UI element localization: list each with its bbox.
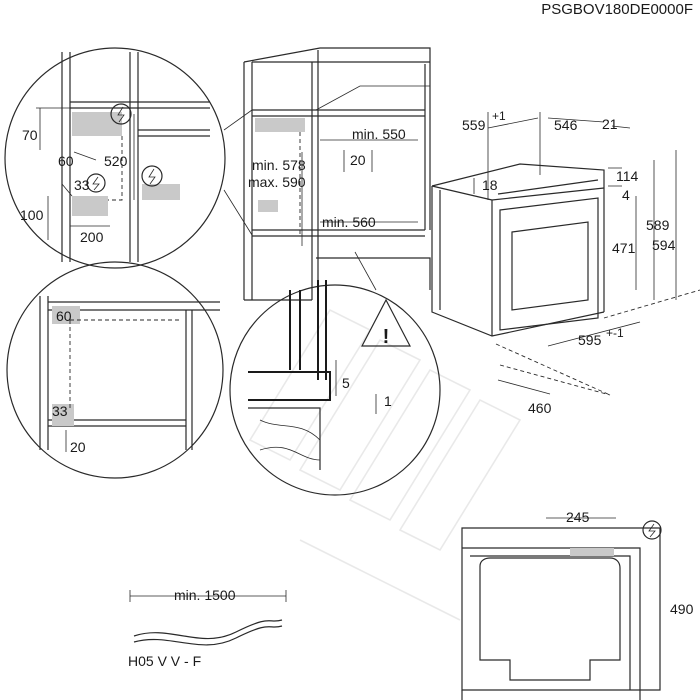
cabinet-dimensions: min. 550 20 min. 578 max. 590 min. 560 (248, 126, 418, 246)
warning-triangle-icon: ! (361, 298, 411, 348)
dim-20-cabinet: 20 (350, 152, 366, 168)
cabinet-front-view: 245 490 (461, 509, 694, 700)
dim-471: 471 (612, 240, 636, 256)
cable-type-label: H05 V V - F (128, 653, 201, 669)
dim-33-lower: 33 (52, 403, 68, 419)
dim-559: 559 (462, 117, 486, 133)
power-hazard-icon (86, 103, 163, 193)
dim-min-578: min. 578 (252, 157, 306, 173)
dim-595-tolerance: +-1 (606, 326, 624, 340)
detail-circle-warning: 5 1 (229, 251, 441, 496)
dim-594: 594 (652, 237, 676, 253)
dim-18: 18 (482, 177, 498, 193)
watermark-logo (248, 308, 522, 621)
dim-60-lower: 60 (56, 308, 72, 324)
detail-circle-top (4, 47, 253, 269)
dim-5: 5 (342, 375, 350, 391)
dim-20-lower: 20 (70, 439, 86, 455)
dim-520: 520 (104, 153, 128, 169)
dim-200: 200 (80, 229, 104, 245)
dim-4: 4 (622, 187, 630, 203)
oven-illustration (431, 163, 700, 396)
dim-490: 490 (670, 601, 694, 617)
dim-min-550: min. 550 (352, 126, 406, 142)
model-code: PSGBOV180DE0000F (541, 1, 693, 18)
cabinet-illustration (243, 47, 431, 301)
dim-60: 60 (58, 153, 74, 169)
detail-top-dimensions: 70 60 520 33 100 200 (20, 107, 135, 245)
dim-245: 245 (566, 509, 590, 525)
dim-33: 33 (74, 177, 90, 193)
dim-70: 70 (22, 127, 38, 143)
dim-546: 546 (554, 117, 578, 133)
dim-595: 595 (578, 332, 602, 348)
oven-dimensions: 559 +1 546 21 18 114 4 471 589 594 595 +… (462, 109, 677, 416)
dim-21: 21 (602, 116, 618, 132)
dim-max-590: max. 590 (248, 174, 306, 190)
dim-114: 114 (616, 168, 639, 184)
dim-1: 1 (384, 393, 392, 409)
dim-589: 589 (646, 217, 670, 233)
dim-559-tolerance: +1 (492, 109, 506, 123)
detail-circle-bottom: 60 33 20 (6, 261, 224, 479)
dim-min-560: min. 560 (322, 214, 376, 230)
dim-460: 460 (528, 400, 552, 416)
dim-min-1500: min. 1500 (174, 587, 236, 603)
svg-text:!: ! (383, 326, 390, 348)
dim-100: 100 (20, 207, 44, 223)
power-cable: min. 1500 H05 V V - F (128, 587, 287, 669)
